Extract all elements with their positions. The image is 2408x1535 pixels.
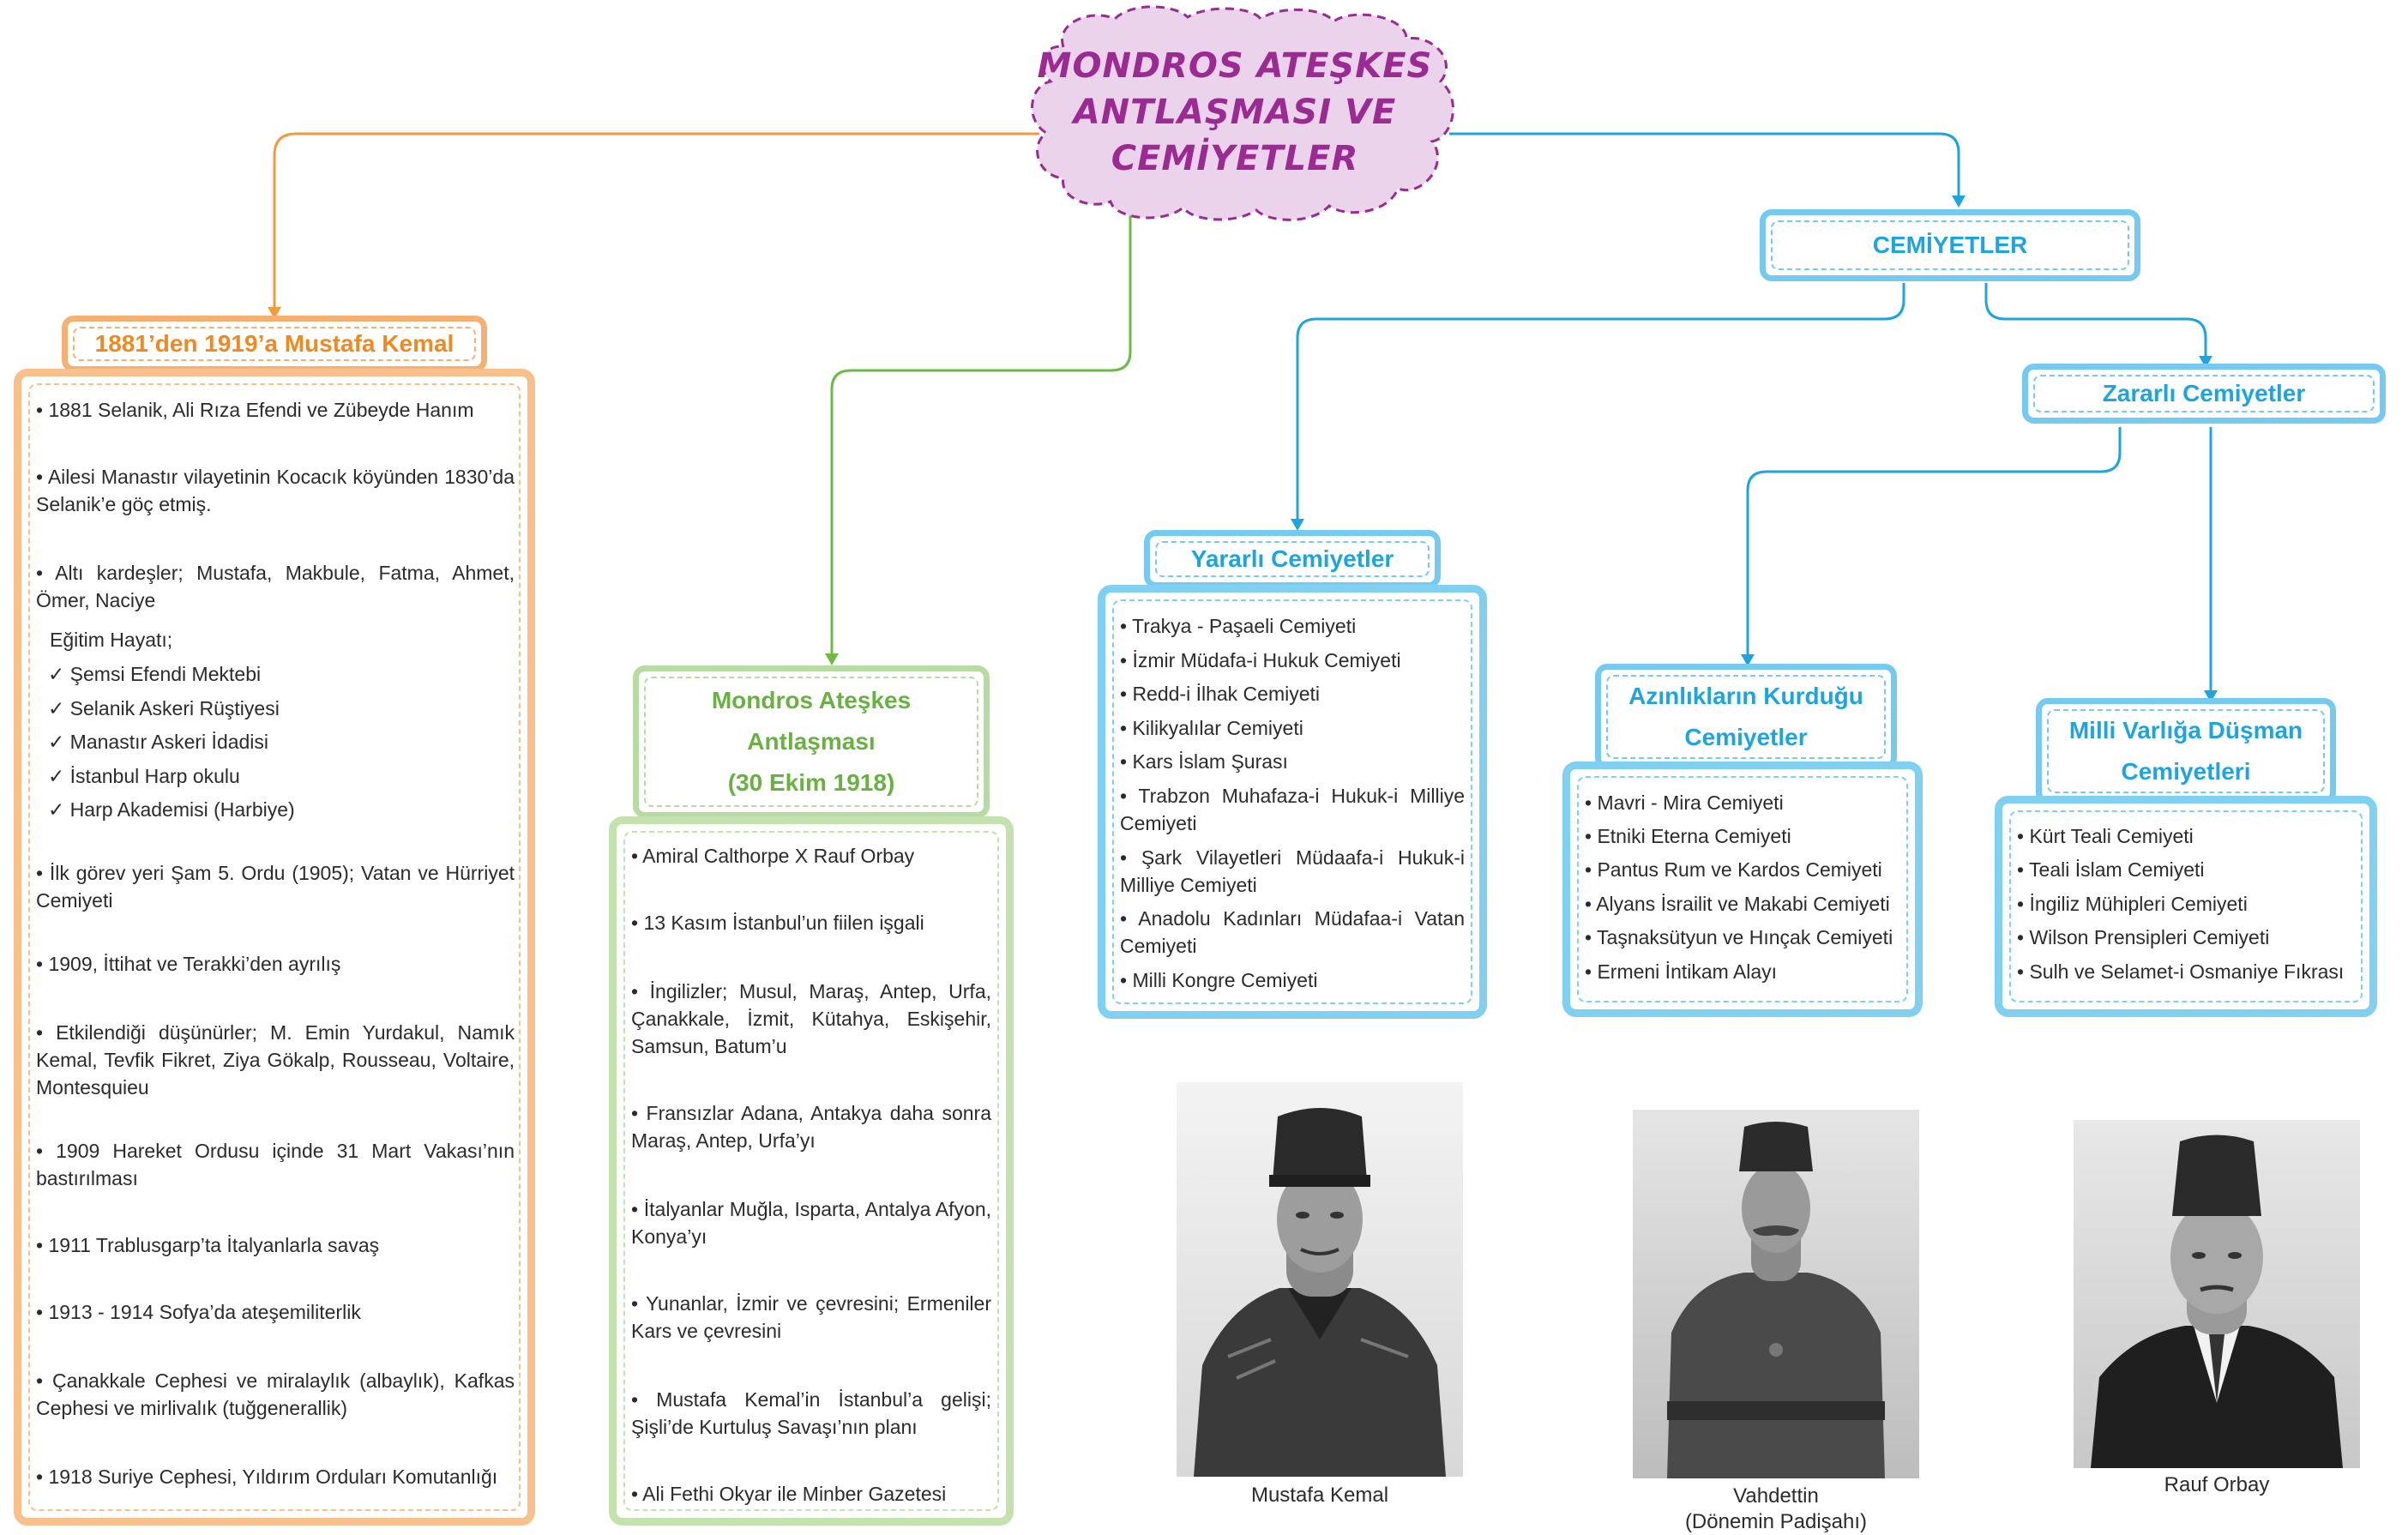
yararli-item: • İzmir Müdafa-i Hukuk Cemiyeti: [1120, 649, 1401, 671]
vahdettin-photo: [1633, 1110, 1919, 1478]
left-item: • İlk görev yeri Şam 5. Ordu (1905); Vat…: [36, 862, 515, 912]
education-item: ✓ Şemsi Efendi Mektebi: [48, 663, 262, 685]
blue-arrow-top: [1952, 196, 1966, 208]
milli-item: • İngiliz Mühipleri Cemiyeti: [2017, 893, 2248, 915]
yararli-item: • Redd-i İlhak Cemiyeti: [1120, 683, 1321, 705]
mondros-header-line1: Mondros Ateşkes: [711, 687, 912, 713]
azinlik-header-line1: Azınlıkların Kurduğu: [1628, 683, 1863, 709]
left-item: • 1913 - 1914 Sofya’da ateşemiliterlik: [36, 1301, 361, 1323]
azinlik-item: • Etniki Eterna Cemiyeti: [1585, 825, 1791, 847]
mondros-item: • Ali Fethi Okyar ile Minber Gazetesi: [631, 1483, 947, 1505]
blue-connector-zararli: [1984, 283, 2207, 362]
mondros-item: • Mustafa Kemal’in İstanbul’a gelişi; Şi…: [631, 1388, 991, 1438]
education-title: Eğitim Hayatı;: [50, 629, 173, 651]
mondros-header: Mondros Ateşkes Antlaşması (30 Ekim 1918…: [633, 665, 990, 818]
azinlik-box: [1562, 761, 1923, 1017]
green-connector: [830, 214, 1132, 660]
mustafa-kemal-header-label: 1881’den 1919’a Mustafa Kemal: [94, 330, 455, 357]
left-item: • Etkilendiği düşünürler; M. Emin Yurdak…: [36, 1021, 515, 1099]
left-item: • 1911 Trablusgarp’ta İtalyanlarla savaş: [36, 1234, 380, 1256]
blue-arrow-milli: [2204, 690, 2218, 702]
vahdettin-caption-name: Vahdettin: [1733, 1484, 1819, 1508]
left-item: • 1881 Selanik, Ali Rıza Efendi ve Zübey…: [36, 399, 474, 421]
title-cloud: [1031, 5, 1454, 221]
orange-arrow: [268, 307, 281, 319]
blue-connector-top: [1449, 132, 1960, 202]
azinlik-item: • Taşnaksütyun ve Hınçak Cemiyeti: [1585, 926, 1893, 948]
azinlik-item: • Pantus Rum ve Kardos Cemiyeti: [1585, 858, 1882, 881]
milli-header: Milli Varlığa Düşman Cemiyetleri: [2036, 698, 2336, 804]
cemiyetler-header-label: CEMİYETLER: [1872, 232, 2028, 258]
milli-item: • Kürt Teali Cemiyeti: [2017, 825, 2194, 847]
left-item: • Altı kardeşler; Mustafa, Makbule, Fatm…: [36, 562, 515, 611]
mondros-item: • İtalyanlar Muğla, Isparta, Antalya Afy…: [631, 1198, 991, 1248]
mondros-item: • Fransızlar Adana, Antakya daha sonra M…: [631, 1102, 991, 1152]
mondros-item: • 13 Kasım İstanbul’un fiilen işgali: [631, 912, 924, 934]
main-title: MONDROS ATEŞKES ANTLAŞMASI VE CEMİYETLER: [1037, 46, 1433, 178]
milli-item: • Sulh ve Selamet-i Osmaniye Fıkrası: [2017, 960, 2345, 983]
milli-item: • Wilson Prensipleri Cemiyeti: [2017, 926, 2270, 948]
orange-connector: [273, 132, 1039, 313]
yararli-item: • Kilikyalılar Cemiyeti: [1120, 717, 1303, 739]
yararli-item: • Anadolu Kadınları Müdafaa-i Vatan Cemi…: [1120, 907, 1465, 957]
blue-arrow-zararli: [2199, 356, 2212, 368]
mondros-header-line3: (30 Ekim 1918): [727, 769, 895, 796]
zararli-header: Zararlı Cemiyetler: [2022, 364, 2386, 424]
mondros-header-line2: Antlaşması: [747, 728, 876, 755]
mustafa-kemal-photo: [1177, 1082, 1463, 1477]
education-item: ✓ Manastır Askeri İdadisi: [48, 731, 269, 753]
yararli-item: • Milli Kongre Cemiyeti: [1120, 969, 1318, 991]
left-item: • Ailesi Manastır vilayetinin Kocacık kö…: [36, 466, 515, 515]
milli-header-line2: Cemiyetleri: [2121, 758, 2251, 785]
mustafa-kemal-box: [14, 369, 535, 1526]
blue-arrow-yararli: [1291, 519, 1304, 531]
green-arrow: [825, 653, 839, 665]
left-item: • 1909 Hareket Ordusu içinde 31 Mart Vak…: [36, 1140, 515, 1189]
azinlik-item: • Ermeni İntikam Alayı: [1585, 960, 1778, 983]
blue-connector-azinlik: [1746, 427, 2122, 660]
rauf-orbay-photo: [2074, 1120, 2360, 1468]
yararli-header: Yararlı Cemiyetler: [1144, 530, 1441, 588]
zararli-header-label: Zararlı Cemiyetler: [2102, 380, 2306, 406]
yararli-item: • Trakya - Paşaeli Cemiyeti: [1120, 615, 1357, 637]
blue-arrow-azinlik: [1741, 654, 1755, 666]
left-item: • Çanakkale Cephesi ve miralaylık (albay…: [36, 1369, 515, 1419]
yararli-item: • Trabzon Muhafaza-i Hukuk-i Milliye Cem…: [1120, 785, 1465, 834]
milli-item: • Teali İslam Cemiyeti: [2017, 858, 2205, 881]
milli-header-line1: Milli Varlığa Düşman: [2068, 717, 2303, 743]
blue-connector-yararli: [1296, 283, 1905, 525]
vahdettin-caption: Vahdettin (Dönemin Padişahı): [1633, 1484, 1919, 1535]
left-item: • 1918 Suriye Cephesi, Yıldırım Orduları…: [36, 1466, 498, 1488]
yararli-header-label: Yararlı Cemiyetler: [1190, 545, 1394, 572]
education-item: ✓ Harp Akademisi (Harbiye): [48, 798, 295, 821]
yararli-item: • Şark Vilayetleri Müdaafa-i Hukuk-i Mil…: [1120, 846, 1465, 896]
yararli-box: [1098, 585, 1487, 1019]
yararli-item: • Kars İslam Şurası: [1120, 750, 1288, 773]
azinlik-item: • Mavri - Mira Cemiyeti: [1585, 792, 1784, 814]
rauf-orbay-caption: Rauf Orbay: [2164, 1473, 2270, 1496]
azinlik-header: Azınlıkların Kurduğu Cemiyetler: [1595, 664, 1897, 770]
mondros-item: • İngilizler; Musul, Maraş, Antep, Urfa,…: [631, 980, 991, 1057]
mondros-item: • Amiral Calthorpe X Rauf Orbay: [631, 845, 915, 867]
education-item: ✓ İstanbul Harp okulu: [48, 765, 240, 787]
mondros-item: • Yunanlar, İzmir ve çevresini; Ermenile…: [631, 1292, 991, 1342]
education-item: ✓ Selanik Askeri Rüştiyesi: [48, 697, 280, 719]
mustafa-kemal-caption: Mustafa Kemal: [1250, 1484, 1389, 1507]
mustafa-kemal-header: 1881’den 1919’a Mustafa Kemal: [62, 316, 487, 372]
vahdettin-caption-title: (Dönemin Padişahı): [1684, 1510, 1868, 1533]
azinlik-header-line2: Cemiyetler: [1684, 724, 1808, 750]
left-item: • 1909, İttihat ve Terakki’den ayrılış: [36, 953, 341, 975]
azinlik-item: • Alyans İsrailit ve Makabi Cemiyeti: [1585, 893, 1890, 915]
cemiyetler-header: CEMİYETLER: [1760, 209, 2140, 281]
